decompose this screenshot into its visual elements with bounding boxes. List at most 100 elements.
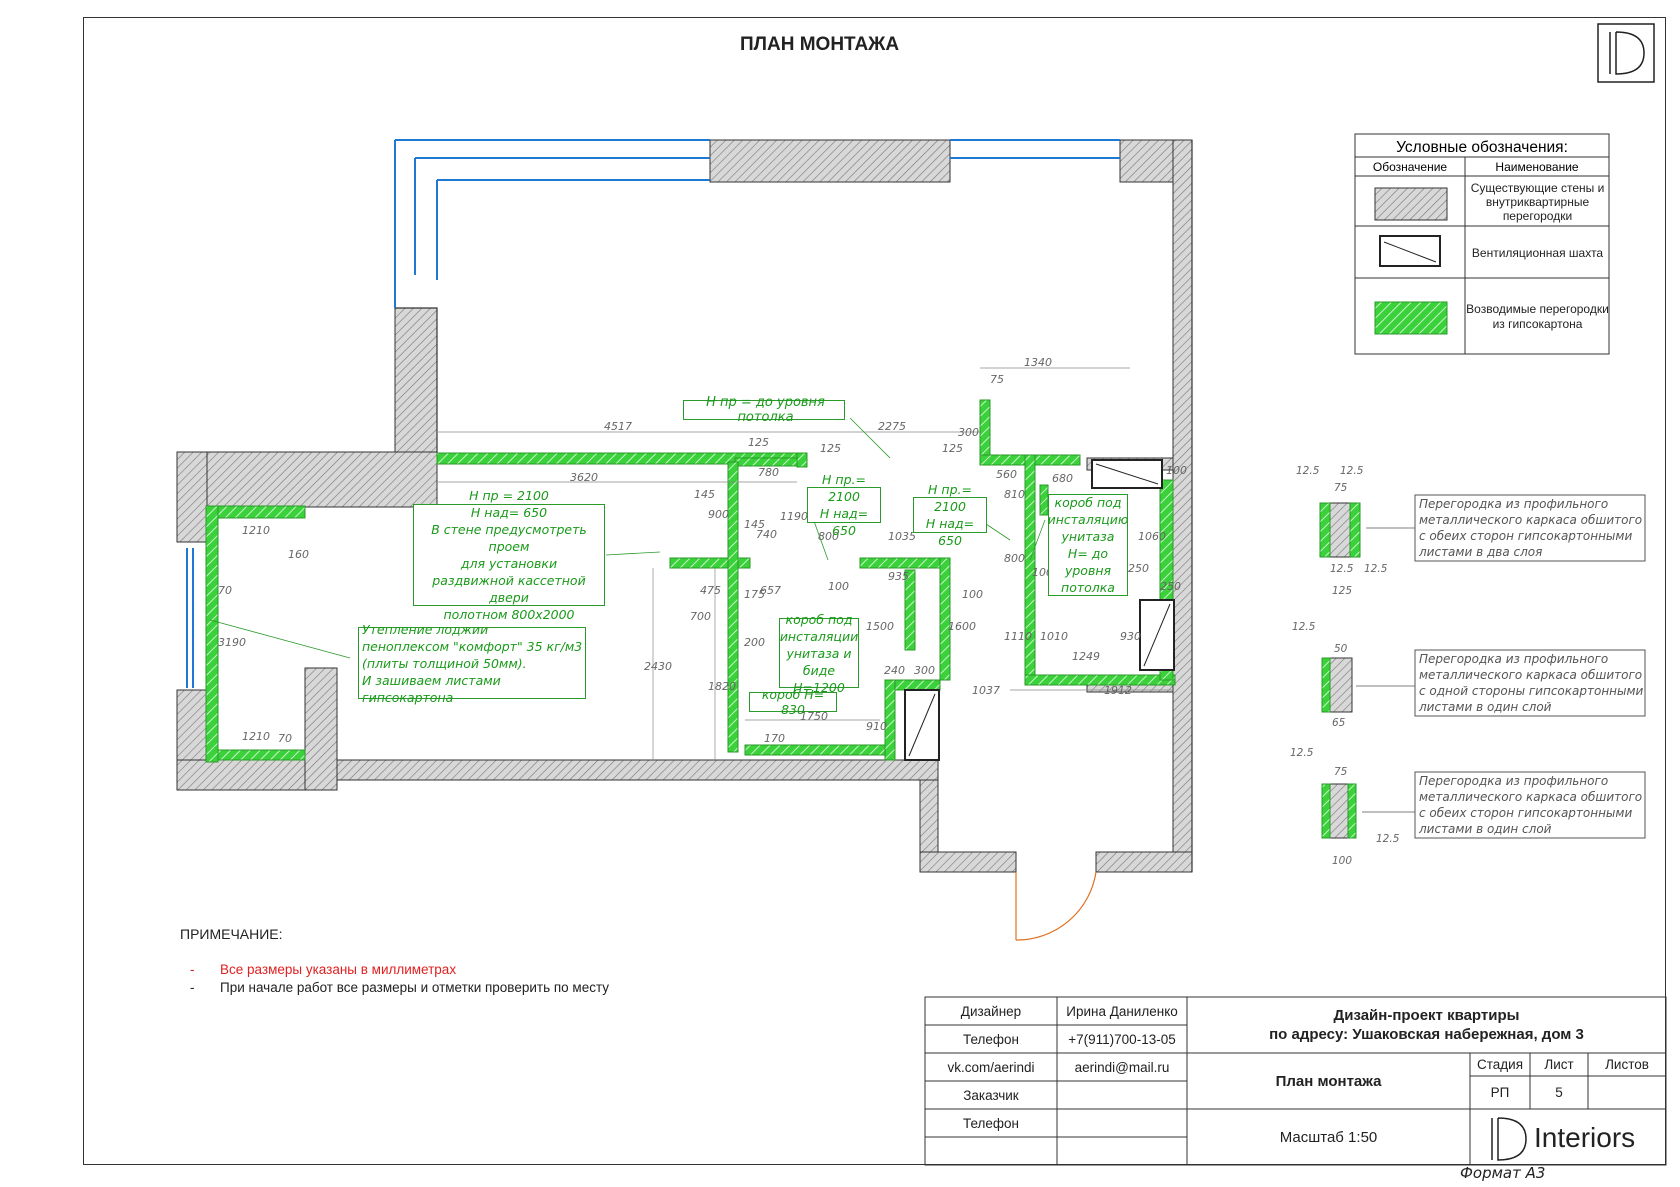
dim-label: 680 [1052, 472, 1073, 485]
wall-sections [1319, 494, 1646, 839]
dim-label: 910 [866, 720, 887, 733]
dim-label: 1110 [1004, 630, 1032, 643]
note-dash: - [190, 962, 195, 977]
dim-label: 4517 [604, 420, 632, 433]
dim-label: 1500 [866, 620, 894, 633]
dim-label: 560 [996, 468, 1017, 481]
legend-title: Условные обозначения: [1396, 139, 1568, 156]
dim-label: 800 [818, 530, 839, 543]
page-title: ПЛАН МОНТАЖА [740, 34, 900, 55]
section-dim: 12.5 [1296, 465, 1320, 477]
outer-outline [395, 140, 1193, 872]
dim-label: 1010 [1040, 630, 1068, 643]
section-dims: 12.5 12.5 75 12.5 12.5 125 12.5 50 65 12… [1290, 465, 1400, 867]
note-text: При начале работ все размеры и отметки п… [220, 980, 610, 995]
dim-label: 145 [694, 488, 715, 501]
logo-mark [1597, 23, 1655, 83]
tb-phone2-label: Телефон [962, 1115, 1019, 1131]
section-dim: 100 [1332, 855, 1352, 867]
dim-label: 125 [942, 442, 963, 455]
callout-box-830: короб H= 830 [749, 687, 837, 717]
section-dim: 12.5 [1340, 465, 1364, 477]
dim-label: 780 [758, 466, 779, 479]
dim-label: 1912 [1104, 684, 1132, 697]
note-item-1: -Все размеры указаны в миллиметрах [190, 962, 456, 977]
tb-sheet: 5 [1555, 1085, 1563, 1100]
brand-logo [1491, 1117, 1527, 1161]
tb-designer: Ирина Даниленко [1066, 1003, 1178, 1019]
tb-sheet-title: План монтажа [1275, 1072, 1382, 1090]
dim-label: 170 [764, 732, 785, 745]
existing-walls [176, 139, 1193, 873]
section-dim: 12.5 [1292, 621, 1316, 633]
dim-label: 300 [914, 664, 935, 677]
tb-designer-label: Дизайнер [960, 1003, 1022, 1019]
dim-label: 3620 [570, 471, 598, 484]
dim-label: 900 [708, 508, 729, 521]
tb-stage: РП [1490, 1085, 1510, 1100]
callout-loggia-insulation: Утепление лоджии пеноплексом "комфорт" 3… [358, 622, 586, 705]
dim-label: 1750 [800, 710, 828, 723]
section-dim: 50 [1334, 643, 1348, 655]
dim-label: 740 [756, 528, 777, 541]
callout-door-height-2: H пр.= 2100 H над= 650 [913, 482, 987, 548]
callout-toilet-box-1: короб под инсталяцию унитаза H= до уровн… [1047, 494, 1129, 596]
dim-label: 1035 [888, 530, 916, 543]
section-dim: 12.5 [1364, 563, 1388, 575]
section-dim: 65 [1332, 717, 1346, 729]
dim-label: 75 [990, 373, 1004, 386]
callout-door-height-1: H пр.= 2100 H над= 650 [807, 472, 881, 538]
dim-label: 100 [1032, 566, 1053, 579]
dim-label: 800 [1004, 552, 1025, 565]
tb-phone-label: Телефон [962, 1031, 1019, 1047]
callout-toilet-box-2: короб под инсталяции унитаза и биде H=12… [779, 611, 859, 695]
tb-project: Дизайн-проект квартиры по адресу: Ушаков… [1269, 1007, 1584, 1043]
legend-row-vent: Вентиляционная шахта [1471, 245, 1604, 260]
tb-email: aerindi@mail.ru [1074, 1059, 1170, 1075]
dim-label: 250 [1160, 580, 1181, 593]
dim-label: 145 [744, 518, 765, 531]
sheet-format: Формат А3 [1460, 1164, 1546, 1182]
dim-label: 200 [744, 636, 765, 649]
dim-label: 1190 [780, 510, 808, 523]
dim-label: 100 [1166, 464, 1187, 477]
vent-shafts [904, 459, 1175, 761]
section-dim: 125 [1332, 585, 1352, 597]
section-dim: 75 [1334, 482, 1348, 494]
dim-label: 100 [962, 588, 983, 601]
window-frame [186, 139, 1120, 688]
section-text-3: Перегородка из профильного металлическог… [1419, 774, 1643, 836]
dim-label: 1210 [242, 730, 270, 743]
note-item-2: -При начале работ все размеры и отметки … [190, 980, 609, 995]
dim-label: 2275 [878, 420, 906, 433]
dim-label: 1037 [972, 684, 1000, 697]
dim-label: 810 [1004, 488, 1025, 501]
section-text-2: Перегородка из профильного металлическог… [1419, 652, 1644, 714]
tb-sheet-label: Лист [1544, 1057, 1574, 1072]
tb-vk: vk.com/aerindi [947, 1059, 1035, 1075]
tb-phone: +7(911)700-13-05 [1068, 1031, 1176, 1047]
dim-label: 240 [884, 664, 905, 677]
callout-leaders [209, 417, 1046, 659]
dim-label: 3190 [218, 636, 246, 649]
dim-label: 657 [760, 584, 781, 597]
dim-label: 125 [820, 442, 841, 455]
section-dim: 12.5 [1330, 563, 1354, 575]
section-dim: 12.5 [1290, 747, 1314, 759]
dim-label: 70 [218, 584, 232, 597]
tb-sheets [1588, 1076, 1666, 1109]
entrance-door [1015, 871, 1097, 941]
legend-col-symbol: Обозначение [1373, 160, 1448, 174]
dim-label: 1210 [242, 524, 270, 537]
section-dim: 12.5 [1376, 833, 1400, 845]
tb-client-label: Заказчик [963, 1087, 1019, 1103]
tb-sheets-label: Листов [1605, 1057, 1649, 1072]
title-block [924, 996, 1667, 1166]
tb-stage-label: Стадия [1476, 1057, 1524, 1072]
dim-label: 1249 [1072, 650, 1100, 663]
dim-label: 1820 [708, 680, 736, 693]
dim-label: 175 [744, 588, 765, 601]
dim-label: 930 [1120, 630, 1141, 643]
dimension-labels: 1340 75 4517 2275 125 125 125 300 3620 7… [218, 356, 1187, 745]
